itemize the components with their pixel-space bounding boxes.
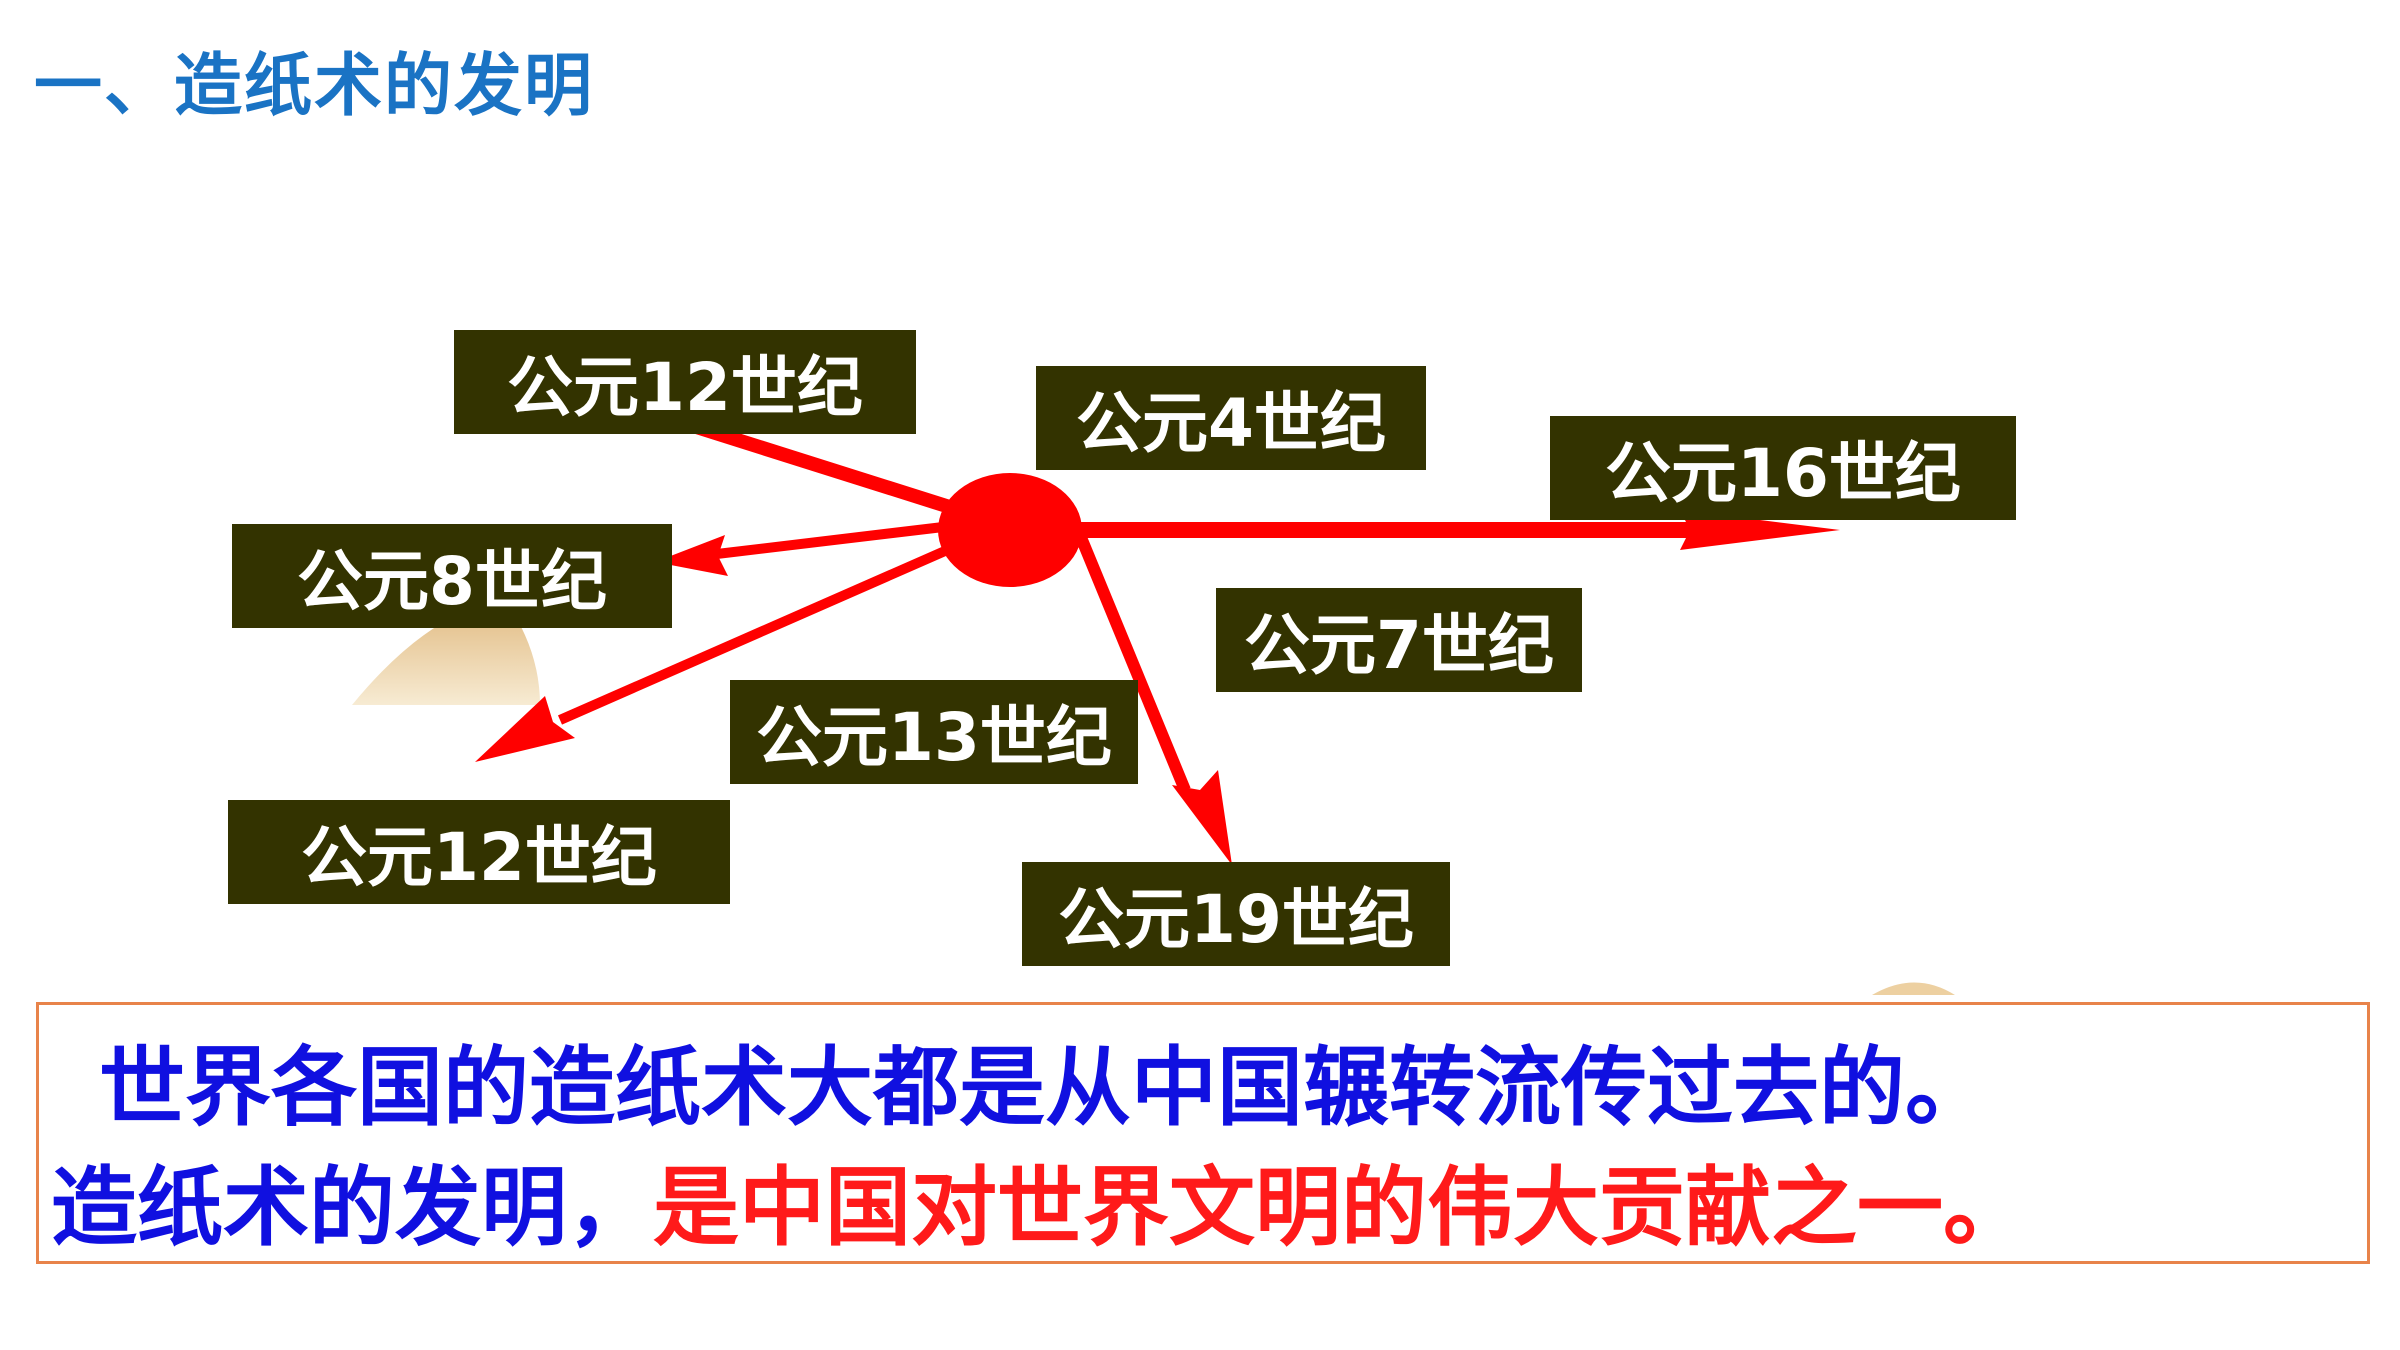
- origin-china-dot: [938, 473, 1082, 587]
- arrow-to-16th-century: [1060, 510, 1840, 550]
- label-13th-century: 公元13世纪: [730, 680, 1138, 784]
- summary-line-2-blue: 造纸术的发明，: [51, 1158, 653, 1258]
- arrow-to-12th-century-bottom: [475, 535, 973, 762]
- label-16th-century: 公元16世纪: [1550, 416, 2016, 520]
- summary-box: 世界各国的造纸术大都是从中国辗转流传过去的。 造纸术的发明，是中国对世界文明的伟…: [36, 1002, 2370, 1264]
- arrow-to-12th-century-top: [687, 418, 978, 522]
- arrow-to-8th-century: [655, 520, 961, 576]
- label-7th-century: 公元7世纪: [1216, 588, 1582, 692]
- summary-line-2-red: 是中国对世界文明的伟大贡献之一。: [653, 1158, 2029, 1258]
- label-12th-century-top: 公元12世纪: [454, 330, 916, 434]
- page-title: 一、造纸术的发明: [34, 47, 595, 126]
- summary-line-2: 造纸术的发明，是中国对世界文明的伟大贡献之一。: [51, 1137, 2029, 1262]
- summary-line-1: 世界各国的造纸术大都是从中国辗转流传过去的。: [99, 1038, 1991, 1138]
- decor-mound-right: [1872, 982, 1955, 995]
- label-12th-century-bottom: 公元12世纪: [228, 800, 730, 904]
- label-8th-century: 公元8世纪: [232, 524, 672, 628]
- arrow-to-19th-century: [1074, 532, 1232, 865]
- label-4th-century: 公元4世纪: [1036, 366, 1426, 470]
- label-19th-century: 公元19世纪: [1022, 862, 1450, 966]
